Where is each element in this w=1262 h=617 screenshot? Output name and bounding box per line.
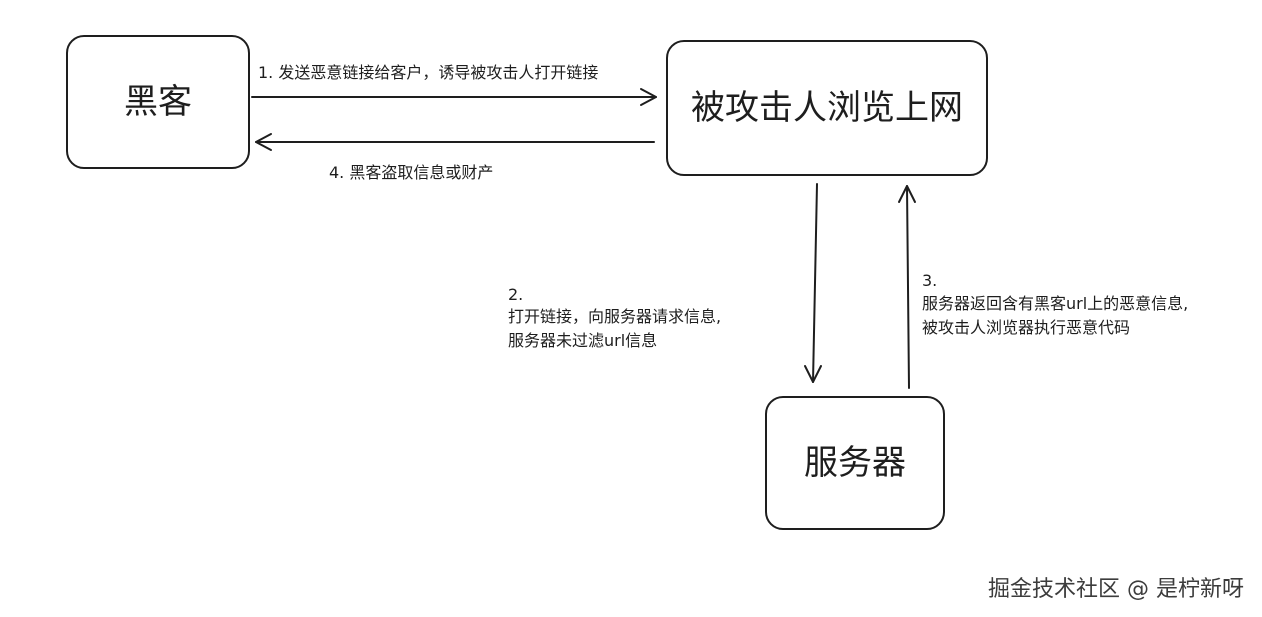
step2-line1: 打开链接，向服务器请求信息, [508,307,722,326]
step3-line2: 被攻击人浏览器执行恶意代码 [922,318,1131,337]
step2-line2: 服务器未过滤url信息 [508,331,658,350]
arrow-step4-head [255,133,272,151]
step1-label: 1. 发送恶意链接给客户，诱导被攻击人打开链接 [258,63,599,82]
arrow-step2 [812,183,818,383]
arrow-step3 [906,185,910,389]
server-node: 服务器 [765,396,945,530]
watermark: 掘金技术社区 @ 是柠新呀 [988,577,1244,602]
server-node-label: 服务器 [804,443,906,483]
step3-number: 3. [922,271,938,290]
victim-node-label: 被攻击人浏览上网 [691,88,963,128]
hacker-node: 黑客 [66,35,250,169]
step2-number: 2. [508,285,524,304]
step3-line1: 服务器返回含有黑客url上的恶意信息, [922,294,1189,313]
hacker-node-label: 黑客 [124,82,192,122]
victim-node: 被攻击人浏览上网 [666,40,988,176]
arrow-step1-head [640,88,657,106]
arrow-step2-head [804,365,822,383]
arrow-step3-head [898,185,916,203]
step4-label: 4. 黑客盗取信息或财产 [329,163,494,182]
